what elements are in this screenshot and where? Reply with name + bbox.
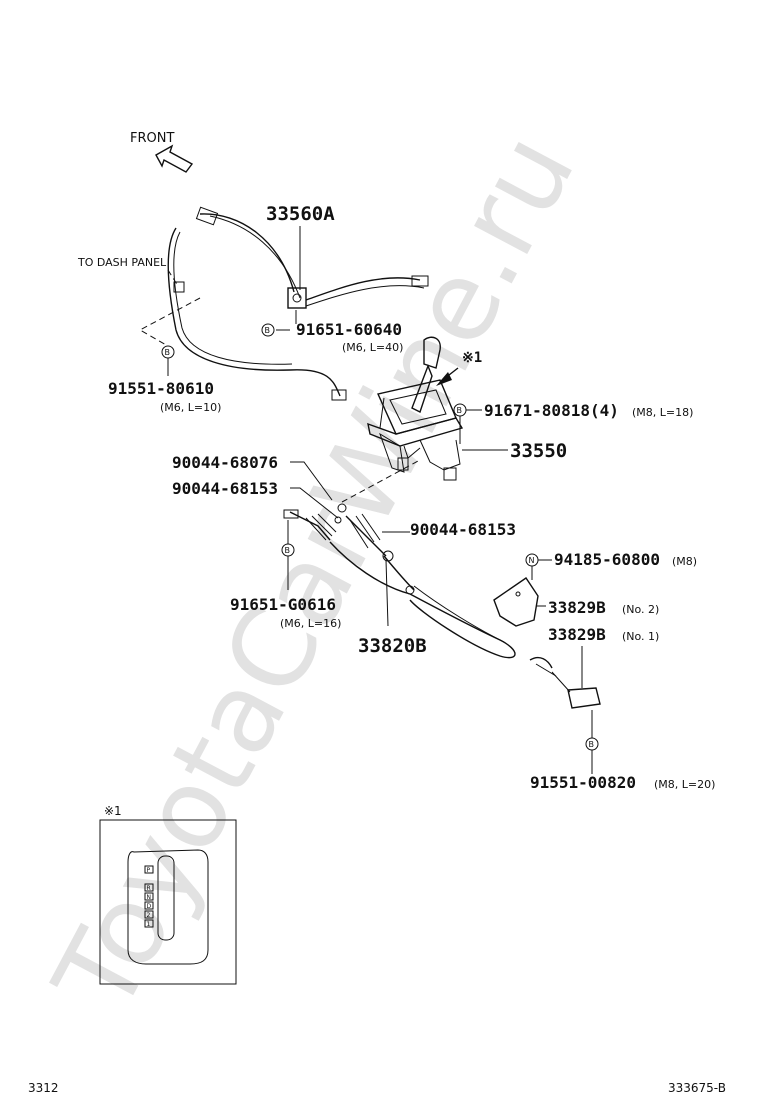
label-91551-80610: 91551-80610 xyxy=(108,379,214,398)
label-33560A: 33560A xyxy=(266,203,335,225)
spec-94185-60800: (M8) xyxy=(672,555,697,568)
spec-33829B-no2: (No. 2) xyxy=(622,603,659,616)
gate-2: 2 xyxy=(147,912,151,919)
bracket-33829B-no2: 33829B (No. 2) xyxy=(493,577,659,627)
label-33829B-no2: 33829B xyxy=(548,598,606,617)
clip-90044-68153-right: 90044-68153 xyxy=(382,520,516,539)
front-label: FRONT xyxy=(130,131,174,146)
spec-33829B-no1: (No. 1) xyxy=(622,630,659,643)
bolt-91651-G0616: B 91651-G0616 (M6, L=16) xyxy=(230,520,341,630)
dash-panel-label: TO DASH PANEL xyxy=(77,256,167,269)
nut-94185-60800: N 94185-60800 (M8) xyxy=(525,550,697,580)
inset-frame xyxy=(99,819,237,985)
gate-P: P xyxy=(147,867,151,874)
svg-text:N: N xyxy=(529,556,535,565)
label-94185-60800: 94185-60800 xyxy=(554,550,660,569)
svg-text:B: B xyxy=(265,326,271,335)
label-91671-80818: 91671-80818(4) xyxy=(484,401,619,420)
spec-91671-80818: (M8, L=18) xyxy=(632,406,693,419)
label-91651-60640: 91651-60640 xyxy=(296,320,402,339)
svg-text:B: B xyxy=(457,406,463,415)
svg-text:B: B xyxy=(589,740,595,749)
gate-1: 1 xyxy=(147,921,151,928)
gate-N: N xyxy=(147,894,152,901)
watermark: ToyotaCarWine.ru xyxy=(29,114,599,1034)
label-90044-68076: 90044-68076 xyxy=(172,453,278,472)
ref-arrow-icon xyxy=(436,372,452,386)
svg-text:B: B xyxy=(285,546,291,555)
label-90044-68153-b: 90044-68153 xyxy=(410,520,516,539)
front-orientation: FRONT xyxy=(130,131,194,173)
bolt-91551-80610: B 91551-80610 (M6, L=10) xyxy=(108,345,221,414)
gate-indicators: P R N D 2 1 xyxy=(144,865,154,928)
shift-lever-assembly-33550 xyxy=(367,336,464,481)
gate-R: R xyxy=(147,885,151,892)
inset-label: ※1 xyxy=(104,804,122,818)
bolt-91671-80818: B 91671-80818(4) (M8, L=18) xyxy=(453,401,693,444)
spec-91651-60640: (M6, L=40) xyxy=(342,341,403,354)
bolt-91651-60640: B 91651-60640 (M6, L=40) xyxy=(261,310,403,354)
transmission-control-cable-33820B xyxy=(283,503,516,659)
footer-page-number: 3312 xyxy=(28,1081,59,1095)
dash-leader xyxy=(138,269,201,347)
bracket-33829B-no1: 33829B (No. 1) xyxy=(529,625,659,709)
front-arrow-icon xyxy=(155,144,194,173)
label-33829B-no1: 33829B xyxy=(548,625,606,644)
inset-shift-gate: ※1 P R N D 2 1 xyxy=(99,804,237,985)
label-91551-00820: 91551-00820 xyxy=(530,773,636,792)
gate-D: D xyxy=(147,903,152,910)
bolt-symbol-icon xyxy=(261,323,275,337)
bolt-91551-00820: B 91551-00820 (M8, L=20) xyxy=(530,710,715,792)
ref-1-label: ※1 xyxy=(462,350,482,366)
spec-91551-80610: (M6, L=10) xyxy=(160,401,221,414)
label-33550: 33550 xyxy=(510,440,567,462)
label-90044-68153-a: 90044-68153 xyxy=(172,479,278,498)
label-91651-G0616: 91651-G0616 xyxy=(230,595,336,614)
cable-assembly-33560A xyxy=(167,206,429,401)
footer-figure-number: 333675-B xyxy=(668,1081,726,1095)
spec-91651-G0616: (M6, L=16) xyxy=(280,617,341,630)
spec-91551-00820: (M8, L=20) xyxy=(654,778,715,791)
label-33820B: 33820B xyxy=(358,635,427,657)
svg-text:B: B xyxy=(165,348,171,357)
